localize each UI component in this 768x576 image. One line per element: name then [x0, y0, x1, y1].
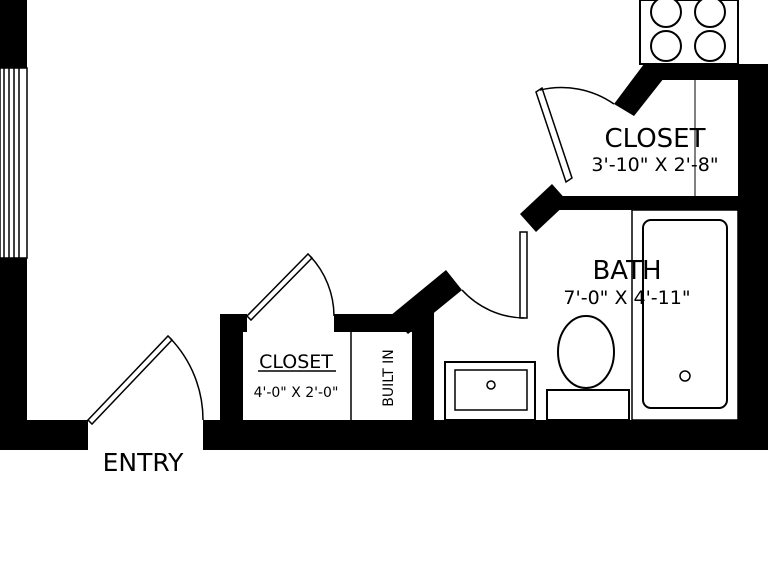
diagonal-wall-bath [390, 270, 462, 334]
right-wall [738, 64, 768, 450]
bath-dims: 7'-0" X 4'-11" [563, 287, 690, 309]
drain-icon [679, 370, 691, 382]
burner-icon [650, 0, 682, 28]
closet-upper-door[interactable] [535, 86, 615, 184]
left-wall-upper [0, 0, 27, 68]
burner-icon [694, 0, 726, 28]
left-window [0, 67, 28, 259]
burner-icon [650, 30, 682, 62]
closet-lower-left-wall [220, 314, 243, 424]
closet-upper-dims: 3'-10" X 2'-8" [591, 154, 718, 176]
bottom-wall-left [0, 420, 88, 450]
closet-bath-divider [556, 196, 768, 210]
drain-icon [486, 380, 496, 390]
walls [0, 0, 768, 450]
bath-fixtures [444, 209, 739, 421]
bath-name: BATH [592, 256, 661, 286]
stove [639, 0, 739, 65]
bath-door[interactable] [461, 231, 528, 319]
closet-lower-dims: 4'-0" X 2'-0" [254, 385, 339, 401]
bathtub [631, 209, 739, 421]
entry-door[interactable] [86, 334, 204, 426]
closet-top-wall [644, 64, 768, 80]
closet-lower-door[interactable] [245, 252, 335, 322]
closet-lower-name: CLOSET [259, 351, 333, 373]
vanity-sink [444, 361, 536, 421]
closet-lower-top-left-stub [220, 314, 247, 332]
burner-icon [694, 30, 726, 62]
bottom-wall-right [203, 420, 768, 450]
entry-label: ENTRY [103, 448, 185, 477]
toilet [546, 315, 630, 421]
closet-upper-name: CLOSET [605, 124, 706, 154]
bath-left-wall [412, 298, 434, 424]
left-wall-lower [0, 258, 27, 450]
built-in-label: BUILT IN [381, 349, 397, 406]
doors [86, 86, 615, 426]
